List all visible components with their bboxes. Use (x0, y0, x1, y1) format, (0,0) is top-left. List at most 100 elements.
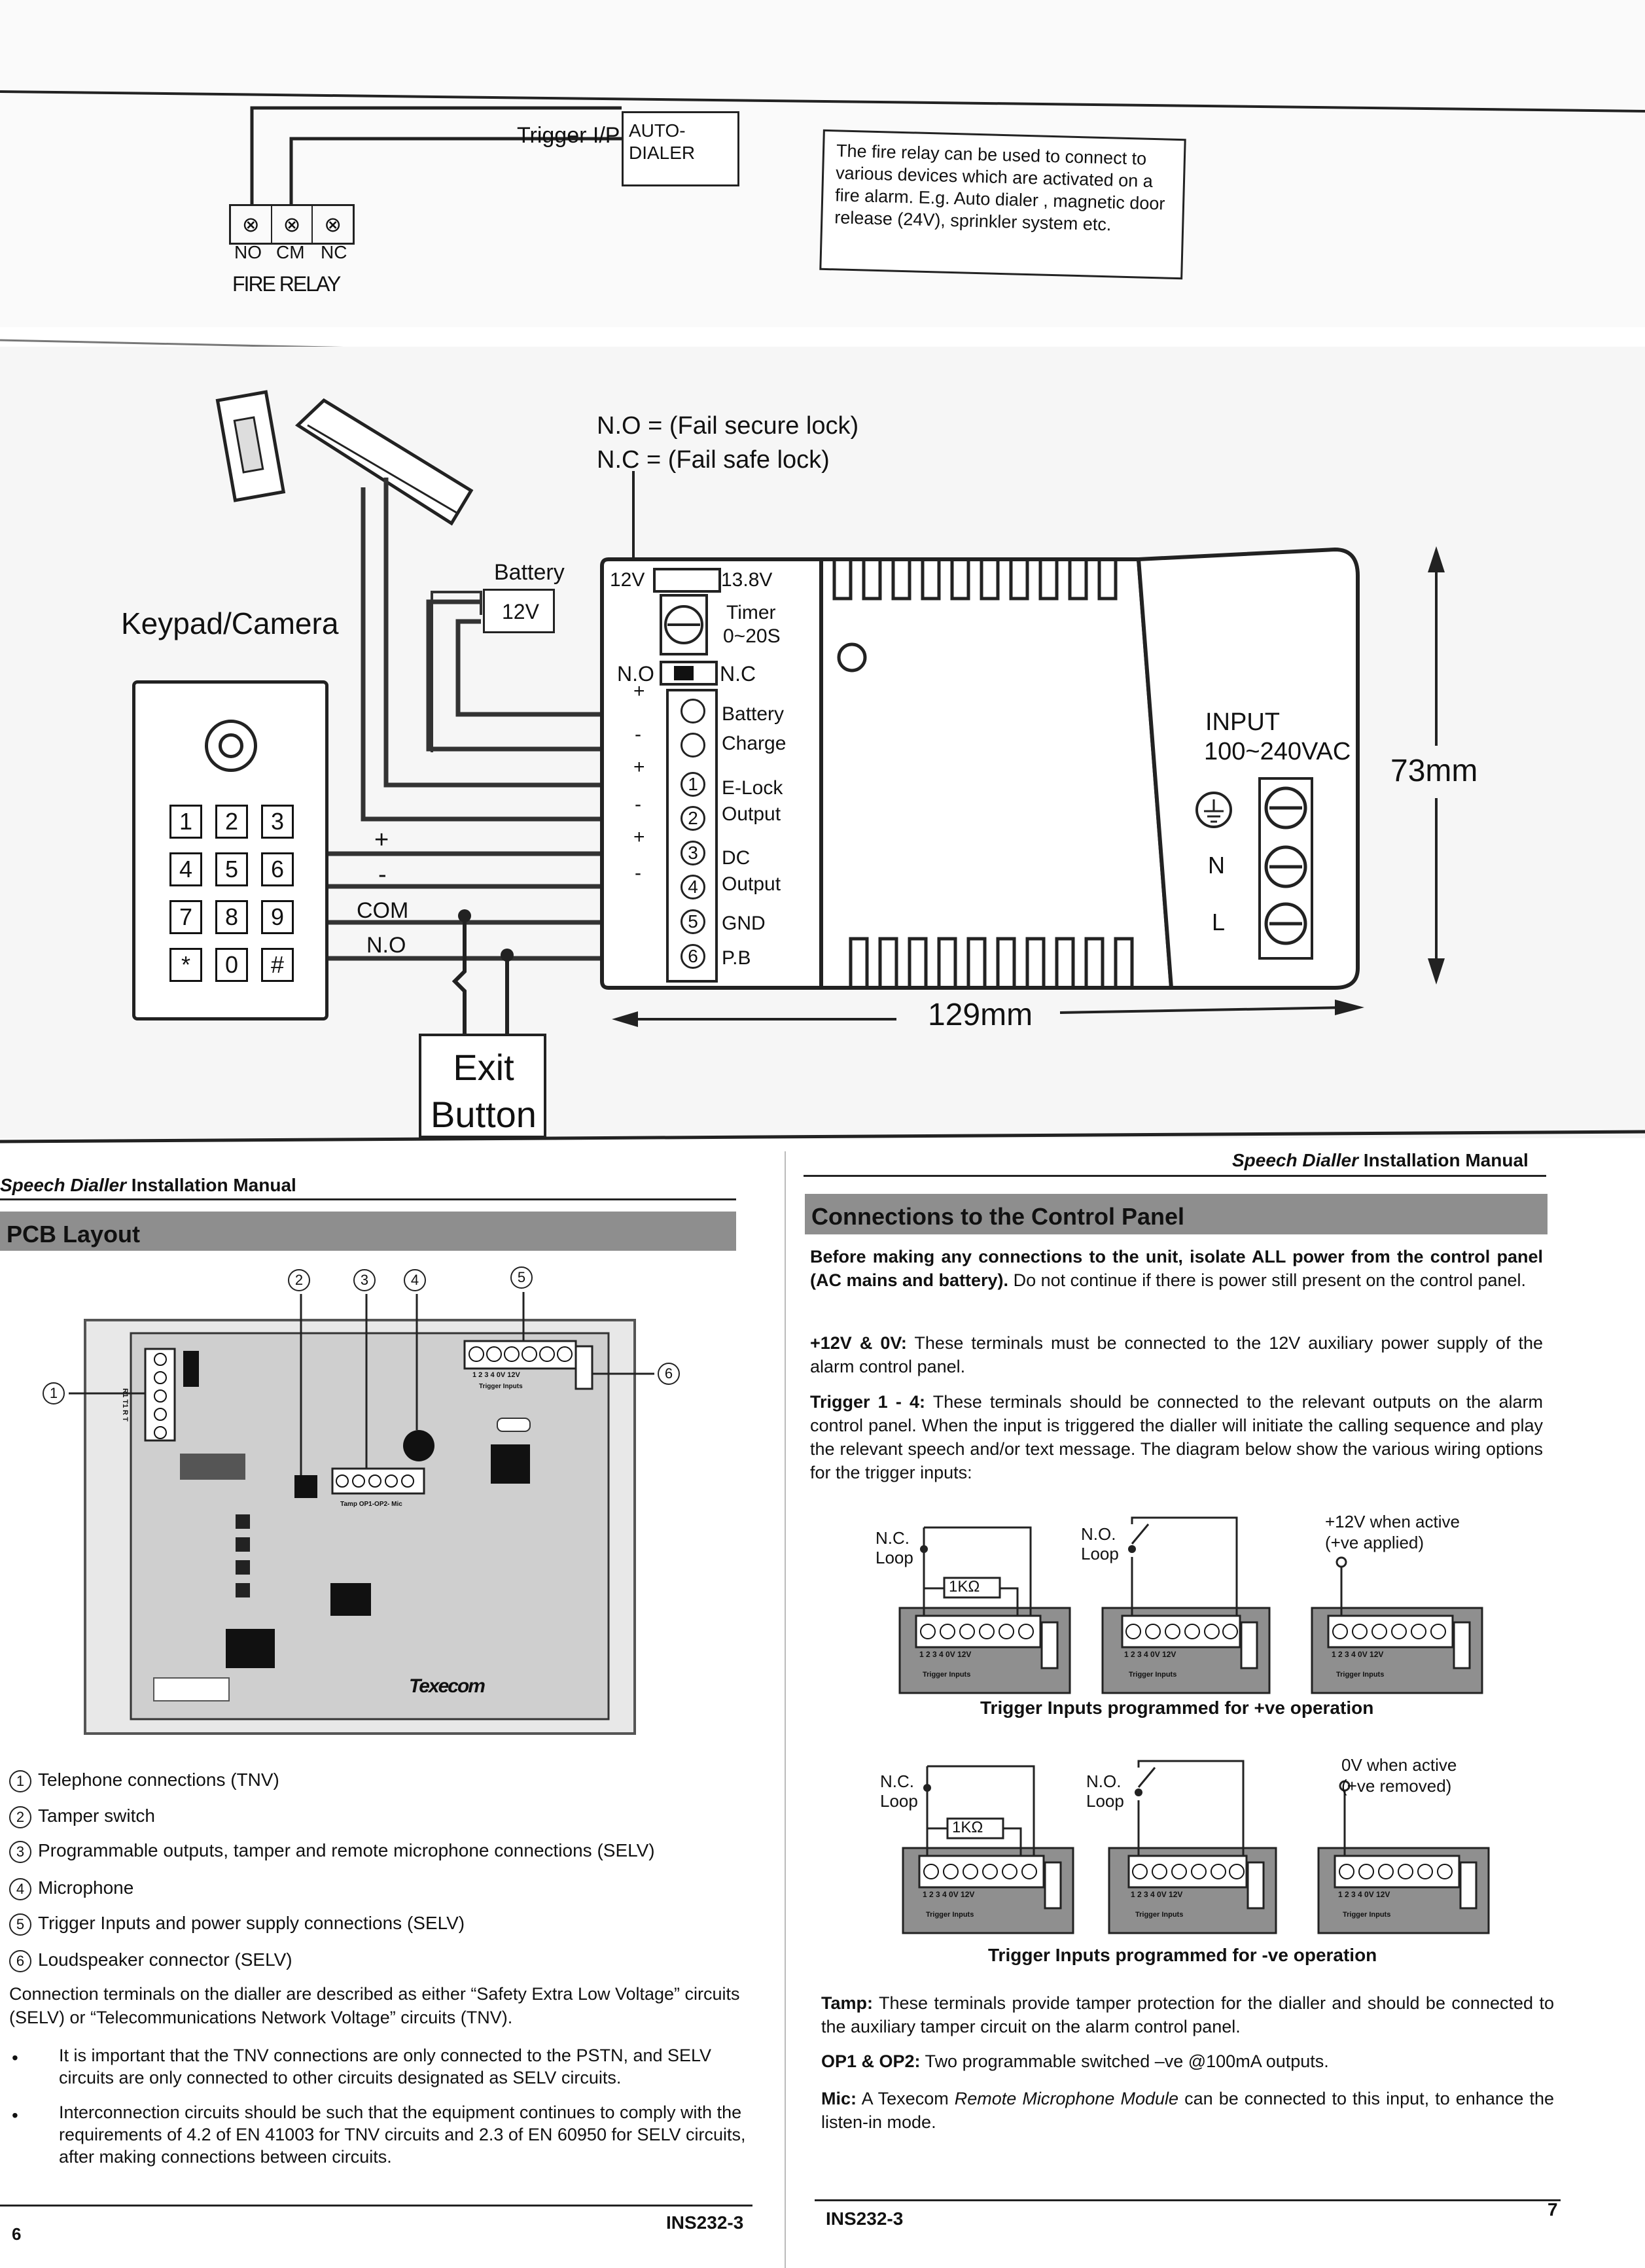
left-page-number: 6 (12, 2224, 22, 2244)
mains-n-label: N (1208, 852, 1225, 879)
left-header-italic: Speech Dialler (0, 1175, 126, 1195)
switch-nc-label: N.C (720, 662, 756, 686)
pcb-op-label: Tamp OP1-OP2- Mic (340, 1501, 402, 1508)
wire-no-label: N.O (366, 933, 406, 958)
mini-labels-1: 1 2 3 4 0V 12V (919, 1650, 972, 1659)
polarity-6: - (635, 862, 641, 884)
bullet-dot-2: • (12, 2105, 18, 2125)
relay-cm: CM (276, 242, 305, 262)
no-fail-secure-label: N.O = (Fail secure lock) (597, 412, 859, 440)
isolate-power-paragraph: Before making any connections to the uni… (810, 1247, 1543, 1290)
caption-positive: Trigger Inputs programmed for +ve operat… (980, 1698, 1374, 1718)
screw-icon: ⊗ (324, 213, 342, 236)
terminal-label-charge: Charge (722, 733, 787, 754)
nc-loop-label-1: N.C. Loop (876, 1528, 913, 1567)
callout-1: 1 (43, 1382, 71, 1404)
relay-terminal-block: ⊗ ⊗ ⊗ (229, 204, 355, 245)
callout-2: 2 (288, 1269, 317, 1291)
timer-range: 0~20S (723, 625, 781, 647)
callout-6: 6 (658, 1363, 686, 1385)
keypad-key-8: 8 (215, 900, 248, 934)
terminal-1: 1 (681, 772, 705, 797)
mini-labels-6: 1 2 3 4 0V 12V (1338, 1890, 1390, 1899)
exit-button-label: Exit Button (431, 1047, 537, 1135)
mini-sub-6: Trigger Inputs (1343, 1911, 1391, 1919)
trigger-paragraph: Trigger 1 - 4: These terminals should be… (810, 1392, 1544, 1482)
keypad-key-7: 7 (169, 900, 202, 934)
no-loop-label-1: N.O. Loop (1081, 1524, 1119, 1563)
timer-label: Timer (726, 602, 776, 623)
resistor-label-2: 1KΩ (952, 1819, 983, 1836)
height-dimension: 73mm (1390, 754, 1478, 788)
magnetic-lock-icon (294, 398, 474, 526)
keypad-camera-device: 1 2 3 4 5 6 7 8 9 * 0 # (132, 680, 328, 1021)
terminal-battery-minus (681, 733, 705, 758)
nc-loop-label-2: N.C. Loop (880, 1771, 918, 1811)
terminal-label-output-2: Output (722, 873, 781, 895)
mini-sub-1: Trigger Inputs (923, 1671, 971, 1679)
mini-sub-2: Trigger Inputs (1129, 1671, 1177, 1679)
caption-negative: Trigger Inputs programmed for -ve operat… (988, 1945, 1377, 1965)
power-terminals-paragraph: +12V & 0V: These terminals must be conne… (810, 1333, 1543, 1376)
pcb-trigger-label: 1 2 3 4 0V 12V (472, 1371, 520, 1379)
active-negative-label: 0V when active (+ve removed) (1341, 1755, 1457, 1796)
keypad-key-3: 3 (261, 805, 294, 839)
mini-labels-5: 1 2 3 4 0V 12V (1131, 1890, 1183, 1899)
keypad-key-2: 2 (215, 805, 248, 839)
right-header-italic: Speech Dialler (1232, 1150, 1358, 1170)
switch-no-label: N.O (617, 662, 654, 686)
pcb-layout-header: PCB Layout (0, 1212, 736, 1251)
mini-sub-4: Trigger Inputs (926, 1911, 974, 1919)
callout-3: 3 (353, 1269, 382, 1291)
input-label: INPUT (1205, 708, 1280, 736)
wire-minus-label: - (378, 861, 387, 888)
callout-5: 5 (510, 1266, 539, 1289)
no-loop-label-2: N.O. Loop (1086, 1771, 1124, 1811)
keypad-title: Keypad/Camera (121, 606, 339, 640)
mini-labels-2: 1 2 3 4 0V 12V (1124, 1650, 1176, 1659)
polarity-5: + (633, 826, 645, 848)
active-positive-label: +12V when active (+ve applied) (1325, 1512, 1460, 1552)
terminal-label-gnd: GND (722, 913, 766, 934)
left-header-rule (0, 1198, 736, 1200)
left-page-header: Speech Dialler Installation Manual (0, 1176, 296, 1195)
input-range: 100~240VAC (1204, 738, 1351, 765)
polarity-4: - (635, 794, 641, 815)
keypad-key-0: 0 (215, 948, 248, 982)
terminal-3: 3 (681, 841, 705, 865)
wire-com-label: COM (357, 898, 409, 923)
wire-plus-label: + (374, 826, 389, 854)
relay-title: FIRE RELAY (232, 272, 341, 296)
bullet-dot-1: • (12, 2048, 18, 2068)
right-page-number: 7 (1548, 2199, 1558, 2220)
keypad-key-9: 9 (261, 900, 294, 934)
terminal-2: 2 (681, 806, 705, 831)
op-paragraph: OP1 & OP2: Two programmable switched –ve… (821, 2051, 1329, 2071)
terminal-label-pb: P.B (722, 947, 751, 969)
connections-header: Connections to the Control Panel (805, 1194, 1548, 1234)
width-dimension: 129mm (928, 998, 1033, 1032)
left-header-rest: Installation Manual (126, 1175, 296, 1195)
autodialer-label: AUTO- DIALER (629, 120, 696, 163)
battery-voltage: 12V (502, 600, 539, 623)
mic-paragraph: Mic: A Texecom Remote Microphone Module … (821, 2089, 1554, 2132)
mini-sub-5: Trigger Inputs (1135, 1911, 1184, 1919)
keypad-key-6: 6 (261, 852, 294, 886)
polarity-1: + (633, 680, 645, 702)
callout-4: 4 (404, 1269, 433, 1291)
battery-label: Battery (494, 560, 565, 585)
electric-strike-icon (215, 390, 286, 502)
bullet-interconnection: Interconnection circuits should be such … (59, 2102, 746, 2167)
polarity-2: - (635, 724, 641, 745)
left-doc-code: INS232-3 (666, 2212, 744, 2233)
screw-icon: ⊗ (272, 206, 313, 243)
right-header-rule (804, 1175, 1546, 1177)
right-header-rest: Installation Manual (1358, 1150, 1529, 1170)
right-footer-rule (815, 2199, 1561, 2201)
